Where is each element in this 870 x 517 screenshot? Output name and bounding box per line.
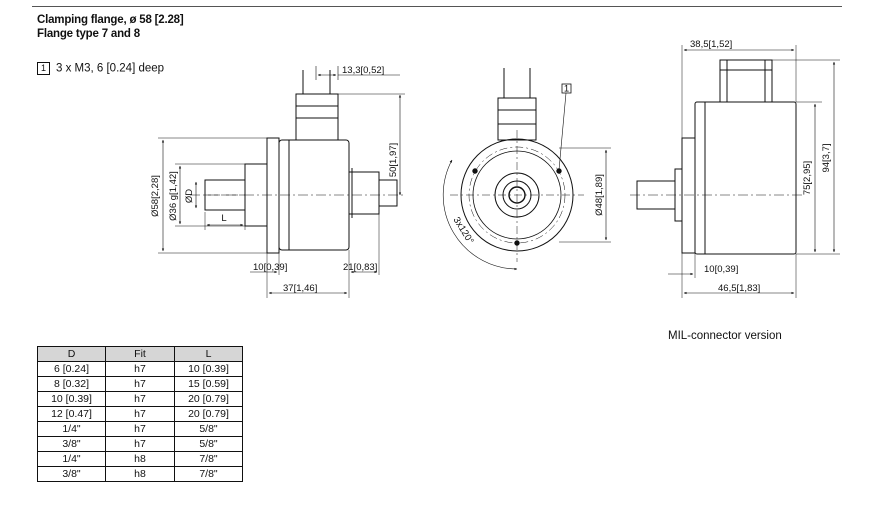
- dim-21: 21[0,83]: [343, 262, 377, 273]
- dim-46-5: 46,5[1,83]: [718, 283, 760, 294]
- cell-l: 10 [0.39]: [174, 361, 243, 377]
- side-view: [158, 66, 405, 298]
- cell-l: 20 [0.79]: [174, 391, 243, 407]
- dim-dia-36: Ø36 g[1,42]: [168, 171, 179, 221]
- cell-fit: h7: [105, 361, 175, 377]
- cell-l: 15 [0.59]: [174, 376, 243, 392]
- dim-50: 50[1,97]: [388, 143, 399, 177]
- cell-d: 8 [0.32]: [37, 376, 106, 392]
- cell-l: 7/8": [174, 451, 243, 467]
- dim-75: 75[2,95]: [802, 161, 813, 195]
- cell-fit: h7: [105, 421, 175, 437]
- cell-l: 7/8": [174, 466, 243, 482]
- front-marker: 1: [564, 84, 569, 95]
- dim-94: 94[3,7]: [821, 143, 832, 172]
- cell-d: 1/4": [37, 421, 106, 437]
- dim-38-5: 38,5[1,52]: [690, 39, 732, 50]
- cell-l: 20 [0.79]: [174, 406, 243, 422]
- dim-angle: 3x120°: [451, 215, 476, 246]
- col-header-l: L: [174, 346, 243, 362]
- cell-l: 5/8": [174, 436, 243, 452]
- cell-fit: h8: [105, 466, 175, 482]
- cell-d: 12 [0.47]: [37, 406, 106, 422]
- flange: [266, 137, 280, 254]
- dim-dia-48: Ø48[1,89]: [594, 174, 605, 216]
- col-header-d: D: [37, 346, 106, 362]
- dim-13-3: 13,3[0,52]: [342, 65, 384, 76]
- mil-body: [694, 101, 797, 255]
- col-header-fit: Fit: [105, 346, 175, 362]
- cable-gland-top: [295, 93, 339, 141]
- dim-dia-58: Ø58[2,28]: [150, 175, 161, 217]
- cell-d: 10 [0.39]: [37, 391, 106, 407]
- top-rule: [32, 6, 842, 7]
- cell-fit: h7: [105, 406, 175, 422]
- dim-mil-10: 10[0,39]: [704, 264, 738, 275]
- cell-d: 3/8": [37, 466, 106, 482]
- dim-37: 37[1,46]: [283, 283, 317, 294]
- dim-10: 10[0,39]: [253, 262, 287, 273]
- note-text: 3 x M3, 6 [0.24] deep: [56, 62, 165, 75]
- front-marker-box: [561, 83, 572, 94]
- mil-connector: [719, 59, 773, 103]
- mil-caption: MIL-connector version: [668, 330, 782, 342]
- cell-d: 3/8": [37, 436, 106, 452]
- mil-view: [630, 45, 840, 298]
- table-header-row: D Fit L: [37, 346, 243, 362]
- cell-fit: h7: [105, 436, 175, 452]
- cell-fit: h8: [105, 451, 175, 467]
- cell-fit: h7: [105, 391, 175, 407]
- cell-l: 5/8": [174, 421, 243, 437]
- mil-flange: [681, 137, 696, 254]
- cell-fit: h7: [105, 376, 175, 392]
- mount-hole-1: [472, 168, 478, 174]
- front-view-labels: 1 3x120° Ø48[1,89]: [451, 84, 605, 247]
- front-view: [442, 68, 611, 271]
- front-cable-gland: [497, 97, 537, 141]
- thread-note: 1 3 x M3, 6 [0.24] deep: [37, 62, 164, 75]
- cell-d: 6 [0.24]: [37, 361, 106, 377]
- side-connector: [348, 171, 380, 215]
- mil-view-labels: 38,5[1,52] 75[2,95] 94[3,7] 10[0,39] 46,…: [690, 39, 832, 294]
- drawing-subtitle: Flange type 7 and 8: [37, 28, 140, 40]
- side-view-labels: 13,3[0,52] 50[1,97] Ø58[2,28] Ø36 g[1,42…: [150, 65, 399, 294]
- dim-shaft-l: L: [221, 213, 226, 224]
- drawing-title: Clamping flange, ø 58 [2.28]: [37, 14, 184, 26]
- cell-d: 1/4": [37, 451, 106, 467]
- note-marker: 1: [37, 62, 50, 75]
- dim-shaft-d: ØD: [184, 189, 195, 203]
